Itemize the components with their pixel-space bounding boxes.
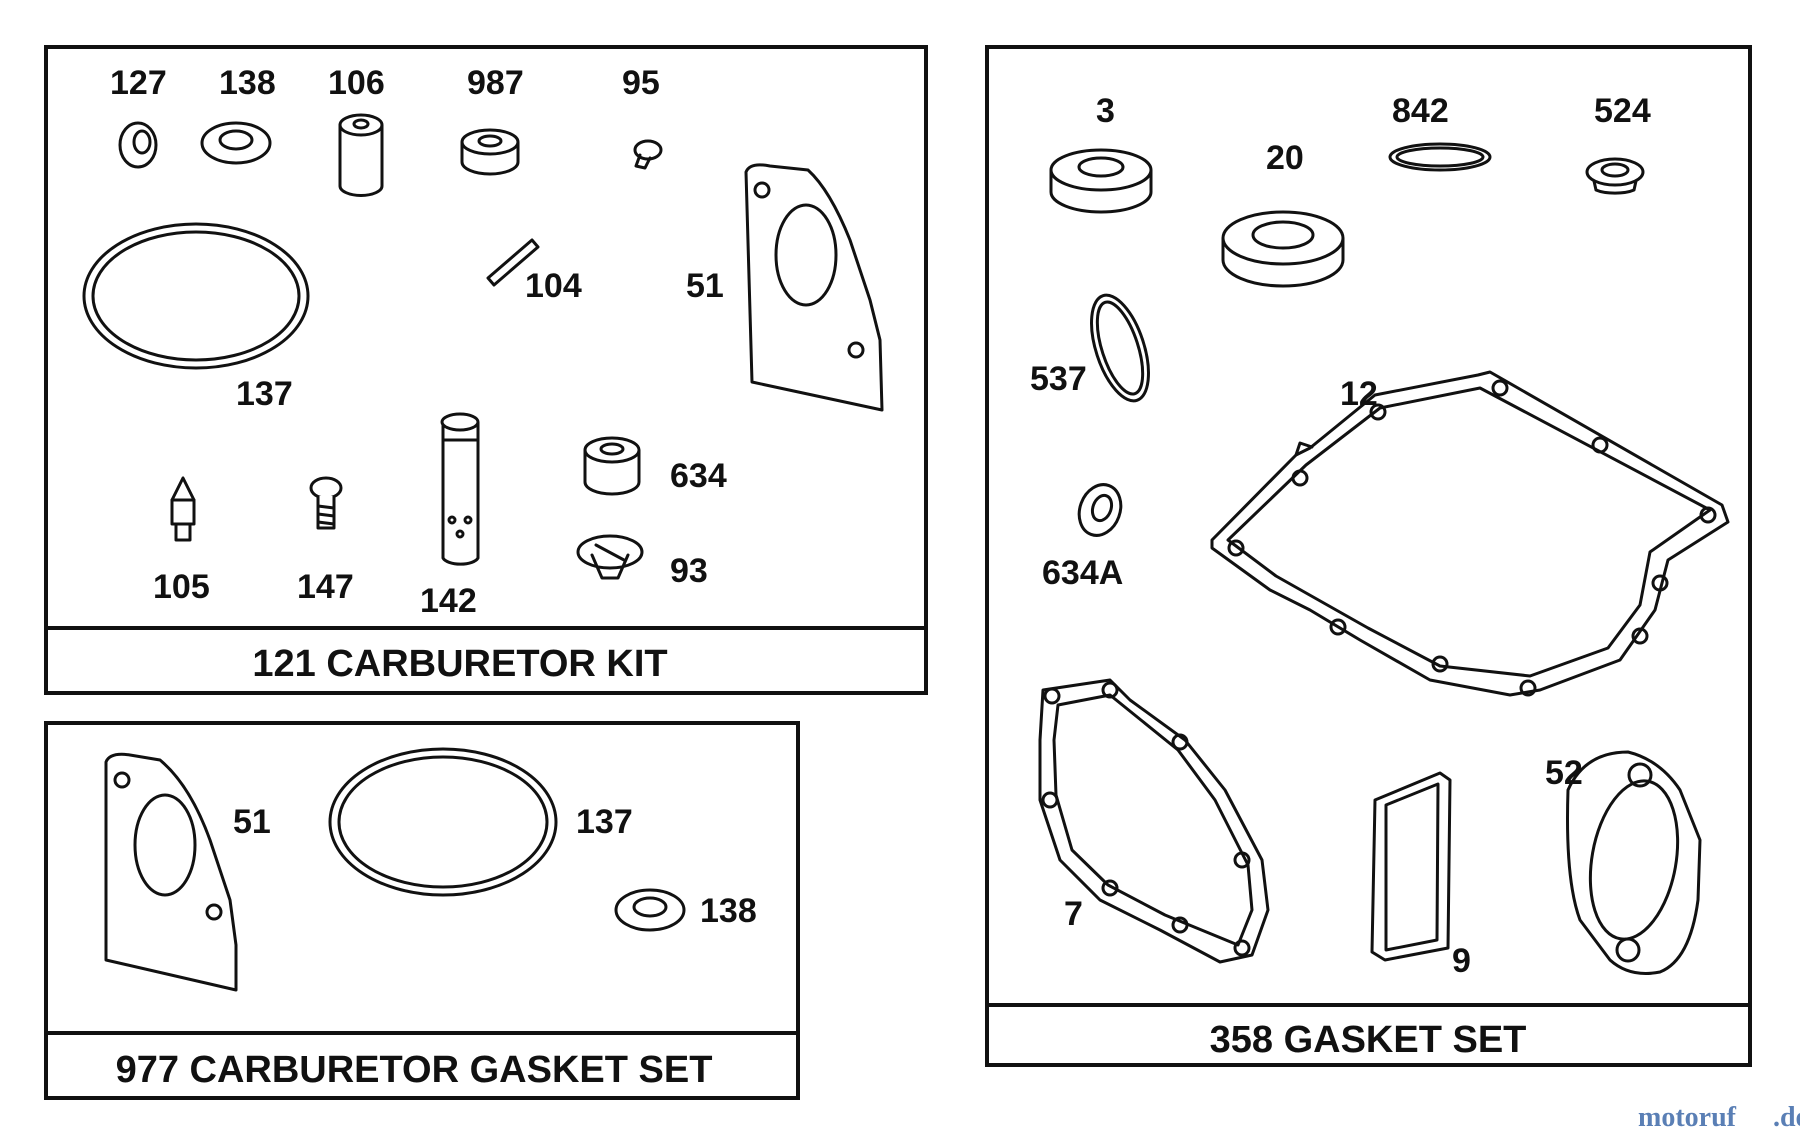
label-106: 106 bbox=[328, 64, 385, 102]
panel-gasket-set: 358 GASKET SET bbox=[985, 45, 1752, 1067]
label-12: 12 bbox=[1340, 375, 1378, 413]
label-987: 987 bbox=[467, 64, 524, 102]
part-634a-seal bbox=[1077, 483, 1123, 537]
label-537: 537 bbox=[1030, 360, 1087, 398]
part-138-seal bbox=[614, 888, 686, 932]
panel-carburetor-kit: 121 CARBURETOR KIT bbox=[44, 45, 928, 695]
panel-frame bbox=[985, 45, 1752, 1067]
part-51-flange-gasket bbox=[104, 752, 238, 992]
part-634-spacer bbox=[583, 436, 641, 496]
label-142: 142 bbox=[420, 582, 477, 620]
part-95-screw bbox=[633, 139, 663, 170]
part-537-o-ring bbox=[1090, 293, 1150, 403]
label-147: 147 bbox=[297, 568, 354, 606]
panel-title-carb-gasket: 977 CARBURETOR GASKET SET bbox=[116, 1049, 713, 1091]
part-987-spacer bbox=[460, 128, 520, 176]
label-3: 3 bbox=[1096, 92, 1115, 130]
part-137-gasket-ring bbox=[328, 747, 558, 897]
label-137: 137 bbox=[576, 803, 633, 841]
label-842: 842 bbox=[1392, 92, 1449, 130]
part-142-emulsion-tube bbox=[440, 412, 480, 566]
part-9-breather-gasket bbox=[1370, 771, 1452, 962]
label-52: 52 bbox=[1545, 754, 1583, 792]
panel-carburetor-gasket-set: 977 CARBURETOR GASKET SET 51 137 138 bbox=[44, 721, 800, 1100]
watermark-logo: motoruf .de bbox=[1638, 1102, 1800, 1133]
label-634a: 634A bbox=[1042, 554, 1123, 592]
label-20: 20 bbox=[1266, 139, 1304, 177]
part-93-valve bbox=[576, 534, 644, 580]
panel-title-carb-kit: 121 CARBURETOR KIT bbox=[252, 643, 667, 685]
label-524: 524 bbox=[1594, 92, 1651, 130]
label-634: 634 bbox=[670, 457, 727, 495]
part-106-bushing bbox=[338, 113, 384, 197]
label-9: 9 bbox=[1452, 942, 1471, 980]
part-105-needle bbox=[170, 476, 196, 542]
part-52-intake-gasket bbox=[1566, 750, 1702, 975]
part-137-gasket-ring bbox=[82, 222, 310, 370]
part-127-washer bbox=[118, 121, 158, 169]
label-138: 138 bbox=[700, 892, 757, 930]
label-127: 127 bbox=[110, 64, 167, 102]
panel-title-gasket-set: 358 GASKET SET bbox=[1210, 1019, 1527, 1061]
label-51: 51 bbox=[686, 267, 724, 305]
label-137: 137 bbox=[236, 375, 293, 413]
label-95: 95 bbox=[622, 64, 660, 102]
label-104: 104 bbox=[525, 267, 582, 305]
part-7-cover-gasket bbox=[1038, 678, 1270, 964]
panel-frame bbox=[44, 45, 928, 695]
part-20-oil-seal bbox=[1221, 210, 1345, 288]
watermark-text: motoruf bbox=[1638, 1102, 1737, 1133]
part-104-pin bbox=[486, 238, 540, 287]
part-3-oil-seal bbox=[1049, 148, 1153, 214]
part-51-flange-gasket bbox=[744, 163, 884, 412]
label-138: 138 bbox=[219, 64, 276, 102]
panel-frame bbox=[44, 721, 800, 1100]
label-7: 7 bbox=[1064, 895, 1083, 933]
part-147-screw bbox=[309, 476, 343, 530]
label-51: 51 bbox=[233, 803, 271, 841]
watermark-suffix: .de bbox=[1773, 1102, 1800, 1133]
part-842-o-ring bbox=[1388, 142, 1492, 172]
part-12-crankcase-gasket bbox=[1210, 370, 1730, 697]
label-105: 105 bbox=[153, 568, 210, 606]
part-524-grommet bbox=[1585, 157, 1645, 195]
part-138-seal bbox=[200, 121, 272, 165]
label-93: 93 bbox=[670, 552, 708, 590]
